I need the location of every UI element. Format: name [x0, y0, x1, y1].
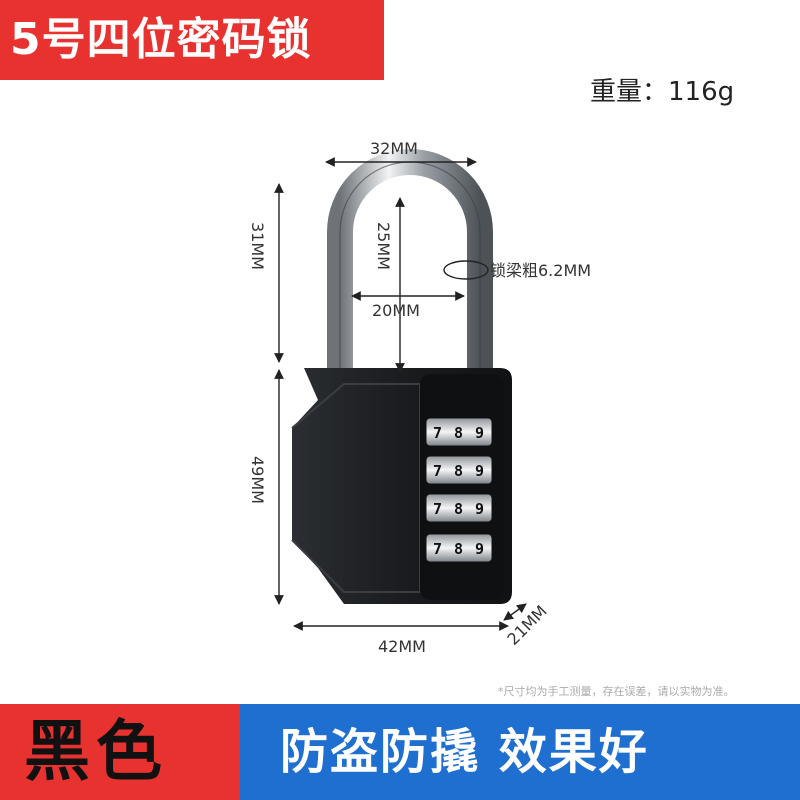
dim-shackle-outer-width: 32MM: [370, 139, 418, 158]
dial-digit: 8: [454, 540, 463, 558]
dial-digit: 7: [433, 462, 442, 480]
slogan-text: 防盗防撬 效果好: [280, 724, 649, 780]
measurement-footnote: *尺寸均为手工测量，存在误差，请以实物为准。: [498, 685, 735, 698]
dial-1: [425, 417, 493, 447]
product-title: 5号四位密码锁: [10, 14, 312, 65]
dial-digit: 8: [454, 462, 463, 480]
dim-body-depth: 21MM: [503, 601, 550, 648]
dim-shackle-height: 31MM: [248, 222, 267, 270]
weight-label: 重量：116g: [590, 77, 735, 107]
dim-shackle-inner-width: 20MM: [372, 301, 420, 320]
dial-digit: 8: [454, 424, 463, 442]
dial-digit: 7: [433, 500, 442, 518]
color-label: 黑色: [24, 713, 168, 790]
dial-2: [425, 455, 493, 485]
color-banner: 黑色: [0, 704, 240, 800]
dim-body-width: 42MM: [378, 637, 426, 656]
shackle: [327, 149, 493, 382]
dim-body-height: 49MM: [248, 456, 267, 504]
dim-shackle-inner-height: 25MM: [374, 222, 393, 270]
dial-digit: 9: [475, 540, 484, 558]
dial-digit: 9: [475, 462, 484, 480]
slogan-banner: 防盗防撬 效果好: [240, 704, 800, 800]
dial-digit: 8: [454, 500, 463, 518]
dial-group: 7 8 9 7 8 9 7 8 9 7 8 9: [425, 417, 493, 563]
dial-3: [425, 493, 493, 523]
dial-digit: 7: [433, 540, 442, 558]
dial-digit: 9: [475, 500, 484, 518]
dial-digit: 7: [433, 424, 442, 442]
title-banner: 5号四位密码锁: [0, 0, 384, 80]
dial-digit: 9: [475, 424, 484, 442]
dim-shackle-thickness: 锁梁粗6.2MM: [490, 261, 591, 280]
dial-4: [425, 533, 493, 563]
